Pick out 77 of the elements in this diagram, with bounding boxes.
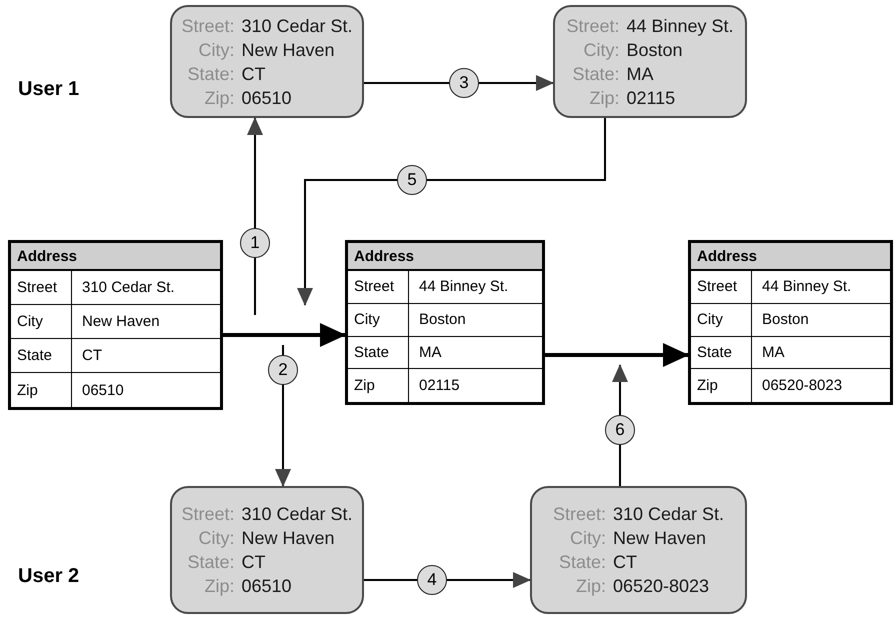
field-value: MA xyxy=(626,62,654,84)
user-label: User 2 xyxy=(18,565,80,588)
address-table xyxy=(688,240,893,405)
field-label: Zip: xyxy=(588,86,620,108)
edge-label: 1 xyxy=(240,228,270,258)
address-card xyxy=(530,486,747,614)
edge-label: 3 xyxy=(449,68,479,98)
table-cell: CT xyxy=(71,339,220,373)
table-cell: City xyxy=(691,304,751,336)
table-cell-text: Zip xyxy=(353,376,376,396)
field-value: 02115 xyxy=(626,86,676,108)
field-label: State: xyxy=(186,62,234,84)
field-value: 310 Cedar St. xyxy=(241,14,353,36)
field-value: 44 Binney St. xyxy=(626,14,734,36)
field-value: CT xyxy=(241,62,266,84)
field-label: City: xyxy=(582,38,620,60)
field-label: City: xyxy=(197,527,234,549)
field-label: Street: xyxy=(181,503,234,525)
table-cell: New Haven xyxy=(71,305,220,339)
table-cell-text: Zip xyxy=(696,376,719,396)
arrow xyxy=(297,118,606,306)
table-cell: State xyxy=(11,339,71,373)
field-label: State: xyxy=(186,551,234,573)
table-cell: Street xyxy=(11,271,71,305)
table-cell: 310 Cedar St. xyxy=(71,271,220,305)
table-cell: 02115 xyxy=(408,369,542,402)
field-value: CT xyxy=(612,551,638,573)
table-cell: 44 Binney St. xyxy=(408,271,542,304)
field-value: Boston xyxy=(626,38,684,60)
address-card xyxy=(170,486,364,614)
table-header: Address xyxy=(348,243,542,271)
table-cell: Boston xyxy=(751,304,890,336)
field-label: Street: xyxy=(552,503,606,525)
field-value: 06510 xyxy=(241,86,293,108)
table-cell: State xyxy=(348,336,408,370)
table-cell: Street xyxy=(691,271,751,304)
field-label: Zip: xyxy=(574,575,606,597)
edge-label: 6 xyxy=(605,415,635,445)
table-cell: City xyxy=(348,304,408,336)
field-value: New Haven xyxy=(612,527,708,549)
field-label: Street: xyxy=(181,14,234,36)
edge-label: 5 xyxy=(397,165,427,195)
table-cell: Street xyxy=(348,271,408,304)
address-card xyxy=(170,5,364,118)
table-cell: State xyxy=(691,336,751,370)
field-value: 310 Cedar St. xyxy=(241,503,353,525)
field-label: Zip: xyxy=(203,86,234,108)
table-cell: 06510 xyxy=(71,373,220,407)
table-cell: City xyxy=(11,305,71,339)
table-header: Address xyxy=(11,243,220,271)
table-cell: Boston xyxy=(408,304,542,336)
field-label: Zip: xyxy=(203,575,234,597)
table-header: Address xyxy=(691,243,890,271)
address-table xyxy=(8,240,223,410)
arrow xyxy=(223,323,346,347)
user-label: User 1 xyxy=(18,78,80,101)
field-label: City: xyxy=(568,527,606,549)
field-value: 06520-8023 xyxy=(612,575,710,597)
arrow xyxy=(545,343,689,367)
table-cell: MA xyxy=(408,336,542,370)
table-cell-text: Zip xyxy=(16,380,39,400)
address-card xyxy=(553,5,747,118)
field-value: New Haven xyxy=(241,527,336,549)
field-label: Street: xyxy=(566,14,620,36)
address-table xyxy=(345,240,545,405)
table-cell: 06520-8023 xyxy=(751,369,890,402)
edge-label: 2 xyxy=(268,355,298,385)
field-label: City: xyxy=(197,38,234,60)
field-value: 06510 xyxy=(241,575,293,597)
field-label: State: xyxy=(571,62,620,84)
edge-label: 4 xyxy=(417,565,447,595)
field-value: CT xyxy=(241,551,266,573)
table-cell: 44 Binney St. xyxy=(751,271,890,304)
field-label: State: xyxy=(558,551,606,573)
field-value: 310 Cedar St. xyxy=(612,503,724,525)
field-value: New Haven xyxy=(241,38,336,60)
table-cell: MA xyxy=(751,336,890,370)
